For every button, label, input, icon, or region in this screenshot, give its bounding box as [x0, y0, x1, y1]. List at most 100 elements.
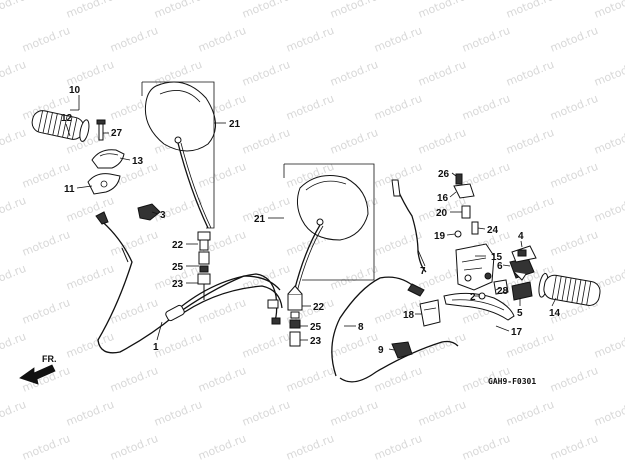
watermark-text: motod.ru	[240, 398, 292, 429]
callout-3: 3	[160, 210, 166, 221]
watermark-text: motod.ru	[196, 432, 248, 463]
watermark-text: motod.ru	[284, 432, 336, 463]
callout-4: 4	[518, 231, 524, 242]
watermark-text: motod.ru	[504, 0, 556, 21]
watermark-text: motod.ru	[284, 364, 336, 395]
watermark-text: motod.ru	[108, 228, 160, 259]
callout-26: 26	[438, 169, 450, 180]
callout-22-right: 22	[313, 302, 325, 313]
mirror-bracket-frame-right	[283, 163, 375, 281]
callout-23-left: 23	[172, 279, 184, 290]
diagram-code: GAH9-F0301	[488, 377, 536, 386]
watermark-text: motod.ru	[328, 330, 380, 361]
right-grip-14	[538, 272, 601, 306]
watermark-text: motod.ru	[548, 228, 600, 259]
watermark-text: motod.ru	[196, 160, 248, 191]
part-5	[511, 281, 533, 301]
watermark-text: motod.ru	[372, 92, 424, 123]
left-clamp-upper	[91, 149, 125, 169]
watermark-text: motod.ru	[460, 92, 512, 123]
watermark-text: motod.ru	[328, 126, 380, 157]
mirror-bracket-frame-left	[141, 81, 215, 229]
callout-8: 8	[358, 322, 364, 333]
callout-22-left: 22	[172, 240, 184, 251]
callout-23-right: 23	[310, 336, 322, 347]
watermark-text: motod.ru	[0, 194, 28, 225]
switch-4	[511, 245, 537, 263]
front-direction-arrow: FR.	[19, 354, 57, 385]
watermark-text: motod.ru	[372, 432, 424, 463]
watermark-text: motod.ru	[240, 126, 292, 157]
callout-18: 18	[403, 310, 415, 321]
callout-14: 14	[549, 308, 561, 319]
watermark-text: motod.ru	[20, 228, 72, 259]
watermark-text: motod.ru	[592, 0, 625, 21]
watermark-text: motod.ru	[548, 24, 600, 55]
clip-9	[391, 341, 413, 359]
watermark-text: motod.ru	[592, 58, 625, 89]
watermark-text: motod.ru	[108, 296, 160, 327]
watermark-text: motod.ru	[548, 432, 600, 463]
watermark-text: motod.ru	[0, 58, 28, 89]
left-clamp-lower	[87, 173, 121, 195]
watermark-text: motod.ru	[372, 24, 424, 55]
watermark-text: motod.ru	[504, 398, 556, 429]
watermark-text: motod.ru	[108, 24, 160, 55]
watermark-text: motod.ru	[0, 126, 28, 157]
callout-6: 6	[497, 261, 503, 272]
watermark-text: motod.ru	[592, 330, 625, 361]
left-mirror	[144, 81, 216, 229]
callout-28: 28	[497, 286, 509, 297]
small-parts-right	[453, 173, 509, 300]
watermark-text: motod.ru	[20, 432, 72, 463]
watermark-text: motod.ru	[108, 364, 160, 395]
callout-21-left: 21	[229, 119, 241, 130]
callout-2: 2	[470, 292, 476, 303]
watermark-text: motod.ru	[64, 398, 116, 429]
watermark-text: motod.ru	[108, 432, 160, 463]
callout-1: 1	[153, 342, 159, 353]
watermark-text: motod.ru	[504, 194, 556, 225]
right-mirror-adjuster-stack	[287, 285, 303, 347]
watermark-text: motod.ru	[416, 398, 468, 429]
callout-5: 5	[517, 308, 523, 319]
watermark-text: motod.ru	[0, 330, 28, 361]
callout-11: 11	[64, 184, 75, 195]
callout-12: 12	[61, 113, 73, 124]
watermark-text: motod.ru	[20, 24, 72, 55]
watermark-text: motod.ru	[460, 432, 512, 463]
callout-25-right: 25	[310, 322, 322, 333]
bracket-3	[137, 203, 161, 221]
watermark-text: motod.ru	[504, 126, 556, 157]
watermark-text: motod.ru	[548, 160, 600, 191]
callout-15: 15	[491, 252, 503, 263]
watermark-text: motod.ru	[196, 296, 248, 327]
watermark-text: motod.ru	[0, 0, 28, 21]
left-mirror-adjuster-stack	[197, 231, 211, 300]
callout-17: 17	[511, 327, 523, 338]
watermark-text: motod.ru	[0, 262, 28, 293]
throttle-cables	[165, 273, 283, 325]
watermark-text: motod.ru	[64, 194, 116, 225]
watermark-text: motod.ru	[64, 330, 116, 361]
watermark-text: motod.ru	[592, 398, 625, 429]
watermark-text: motod.ru	[284, 24, 336, 55]
left-grip	[31, 110, 90, 142]
watermark-text: motod.ru	[152, 398, 204, 429]
watermark-text: motod.ru	[592, 194, 625, 225]
watermark-text: motod.ru	[328, 398, 380, 429]
callout-7: 7	[420, 266, 426, 277]
callout-27: 27	[111, 128, 123, 139]
watermark-text: motod.ru	[240, 58, 292, 89]
watermark-text: motod.ru	[592, 126, 625, 157]
callout-21-right: 21	[254, 214, 266, 225]
watermark-text: motod.ru	[416, 58, 468, 89]
cable-7	[391, 179, 427, 273]
brake-lever-17	[443, 292, 515, 321]
watermark-text: motod.ru	[372, 296, 424, 327]
watermark-text: motod.ru	[416, 126, 468, 157]
watermark-text: motod.ru	[504, 58, 556, 89]
watermark-text: motod.ru	[240, 0, 292, 21]
